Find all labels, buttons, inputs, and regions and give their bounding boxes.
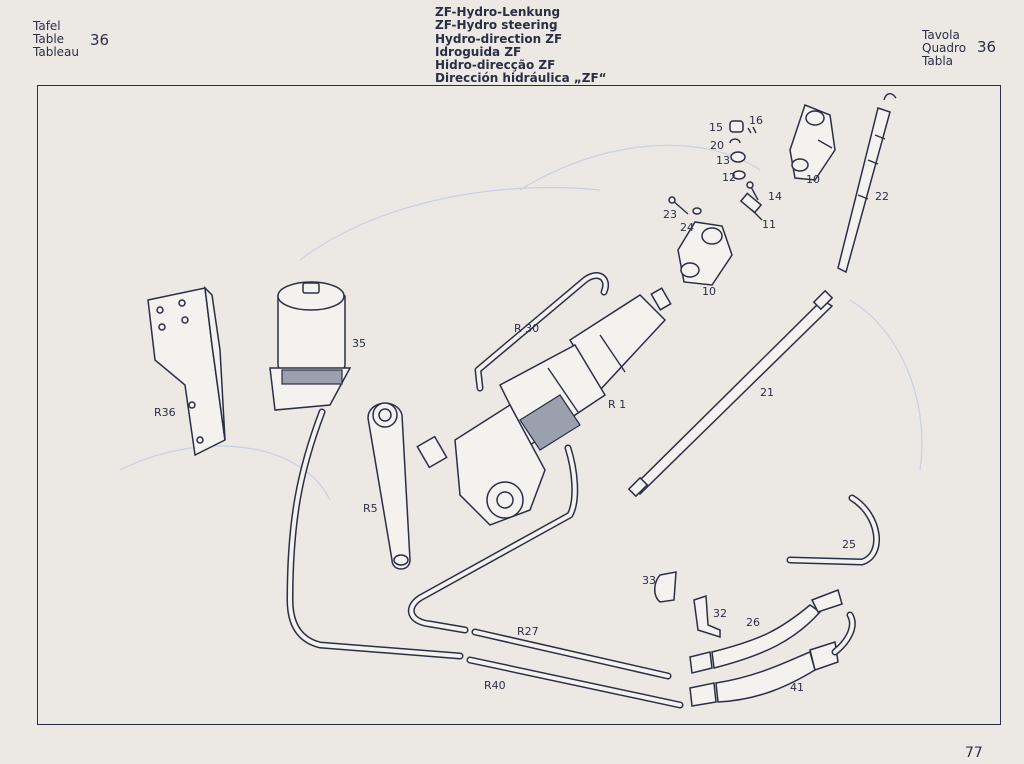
title-line: Hydro-direction ZF — [435, 31, 563, 46]
part-R30-pipe — [474, 272, 609, 392]
title-line: ZF-Hydro-Lenkung — [435, 5, 561, 19]
label-24: 24 — [680, 221, 694, 234]
label-15: 15 — [709, 121, 723, 134]
part-R1-steering-gear — [416, 287, 672, 526]
diagram-frame — [37, 85, 1001, 725]
page-number: 77 — [965, 745, 983, 761]
label-21: 21 — [760, 386, 774, 399]
part-25-pipe — [786, 494, 880, 566]
table-label-line: Quadro — [922, 41, 967, 55]
label-25: 25 — [842, 538, 856, 551]
title-line: Hidro-direcção ZF — [435, 58, 556, 73]
title-line: ZF-Hydro steering — [435, 18, 558, 33]
label-35: 35 — [352, 337, 366, 350]
label-23: 23 — [663, 208, 677, 221]
table-label-de-en-fr: Tafel Table Tableau — [33, 20, 79, 59]
part-14-bolt — [746, 181, 759, 201]
label-41: 41 — [790, 681, 804, 694]
table-number-right: 36 — [977, 38, 997, 56]
part-23-bolt — [668, 196, 689, 215]
part-R27-pipe — [407, 444, 672, 680]
label-10-lower: 10 — [702, 285, 716, 298]
table-label-line: Tabla — [922, 54, 954, 68]
label-16: 16 — [749, 114, 763, 127]
table-label-line: Tableau — [33, 45, 79, 59]
title-line: Idroguida ZF — [435, 44, 522, 59]
table-label-line: Table — [33, 32, 65, 46]
part-10-joint-lower — [677, 221, 733, 286]
part-15-cap — [729, 120, 744, 133]
title-line: Dirección hidráulica „ZF“ — [435, 71, 607, 86]
label-R40: R40 — [484, 679, 506, 692]
part-33-clamp — [654, 571, 677, 603]
label-32: 32 — [713, 607, 727, 620]
part-26-hose — [689, 589, 843, 674]
part-32-bracket — [693, 594, 721, 639]
label-13: 13 — [716, 154, 730, 167]
label-R1: R 1 — [608, 398, 626, 411]
label-R36: R36 — [154, 406, 176, 419]
label-20: 20 — [710, 139, 724, 152]
part-35-oil-reservoir — [269, 281, 352, 411]
table-label-line: Tafel — [33, 19, 61, 33]
label-26: 26 — [746, 616, 760, 629]
label-14: 14 — [768, 190, 782, 203]
table-label-it-pt-es: Tavola Quadro Tabla — [922, 29, 966, 68]
part-R40-pipe — [286, 408, 684, 709]
table-number-left: 36 — [90, 31, 110, 49]
part-R36-bracket — [147, 285, 226, 457]
part-12-washer — [732, 170, 746, 180]
label-22: 22 — [875, 190, 889, 203]
part-24-washer — [692, 207, 702, 215]
label-11: 11 — [762, 218, 776, 231]
label-12: 12 — [722, 171, 736, 184]
table-label-line: Tavola — [922, 28, 960, 42]
label-R5: R5 — [363, 502, 378, 515]
part-10-joint-upper — [789, 104, 836, 181]
label-33: 33 — [642, 574, 656, 587]
part-13-nut — [730, 151, 746, 163]
part-41-hose — [689, 611, 856, 707]
part-21-intermediate-shaft — [627, 289, 834, 498]
label-R27: R27 — [517, 625, 539, 638]
part-11-bolt — [739, 192, 763, 221]
page-title: ZF-Hydro-Lenkung ZF-Hydro steering Hydro… — [435, 5, 607, 86]
label-R30: R 30 — [514, 322, 539, 335]
label-10-upper: 10 — [806, 173, 820, 186]
part-22-column-shaft — [837, 93, 897, 274]
part-20-clip — [729, 138, 741, 144]
part-16-pins — [747, 126, 757, 134]
part-R5-pitman-arm — [367, 402, 411, 570]
